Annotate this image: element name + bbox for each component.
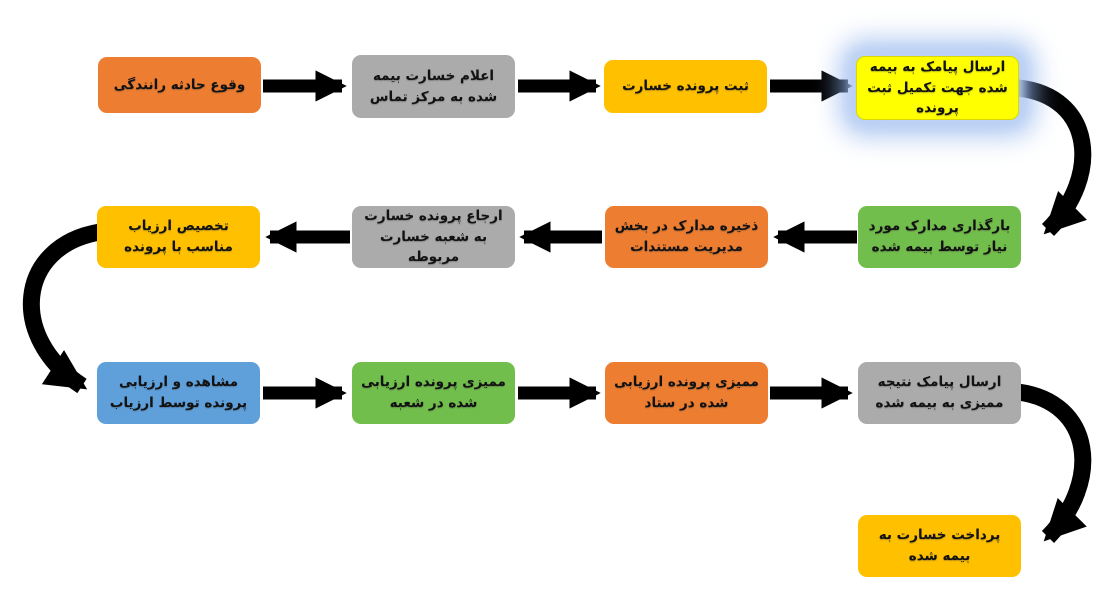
- node-view-evaluate-file: مشاهده و ارزیابی پرونده توسط ارزیاب: [97, 362, 260, 424]
- node-upload-required-documents: بارگذاری مدارک مورد نیاز توسط بیمه شده: [858, 206, 1021, 268]
- node-accident-occurrence: وقوع حادثه رانندگی: [98, 57, 261, 113]
- node-refer-file-to-branch: ارجاع پرونده خسارت به شعبه خسارت مربوطه: [352, 206, 515, 268]
- curved-arrow-assign-to-view: [22, 223, 102, 394]
- node-report-claim-call-center: اعلام خسارت بیمه شده به مرکز تماس: [352, 55, 515, 118]
- curved-arrow-sms-to-upload: [1016, 79, 1092, 237]
- node-audit-file-headquarters: ممیزی پرونده ارزیابی شده در ستاد: [605, 362, 768, 424]
- node-audit-file-branch: ممیزی پرونده ارزیابی شده در شعبه: [352, 362, 515, 424]
- node-store-documents: ذخیره مدارک در بخش مدیریت مستندات: [605, 206, 768, 268]
- node-pay-claim: پرداخت خسارت به بیمه شده: [858, 515, 1021, 577]
- node-assign-assessor: تخصیص ارزیاب مناسب با پرونده: [97, 206, 260, 268]
- curved-arrow-smsresult-to-pay: [1016, 383, 1092, 543]
- node-sms-audit-result: ارسال پیامک نتیجه ممیزی به بیمه شده: [858, 362, 1021, 424]
- node-register-claim-file: ثبت پرونده خسارت: [604, 60, 767, 113]
- node-sms-complete-registration: ارسال پیامک به بیمه شده جهت تکمیل ثبت پر…: [856, 56, 1019, 120]
